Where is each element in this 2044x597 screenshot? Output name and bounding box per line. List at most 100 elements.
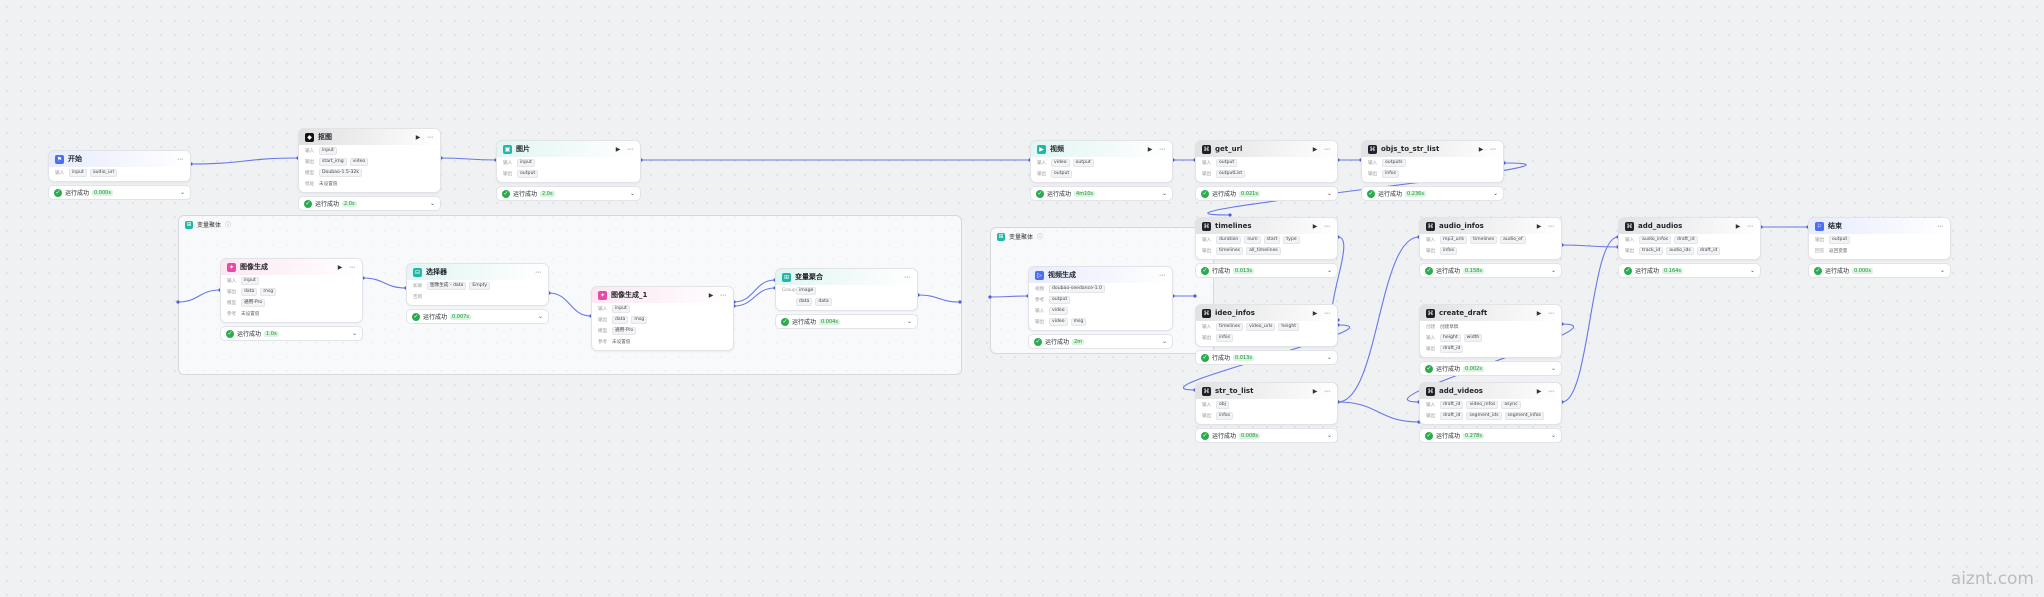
chevron-down-icon[interactable]: ⌄ [1326,190,1332,197]
more-options-icon[interactable]: ⋯ [427,133,433,141]
more-options-icon[interactable]: ⋯ [1324,145,1330,153]
more-options-icon[interactable]: ⋯ [1159,145,1165,153]
more-options-icon[interactable]: ⋯ [1548,309,1554,317]
run-node-icon[interactable]: ▶ [1536,309,1542,317]
chevron-down-icon[interactable]: ⌄ [1161,338,1167,345]
more-options-icon[interactable]: ⋯ [1747,222,1753,230]
chevron-down-icon[interactable]: ⌄ [537,313,543,320]
run-node-icon[interactable]: ▶ [1312,387,1318,395]
more-options-icon[interactable]: ⋯ [1548,222,1554,230]
more-options-icon[interactable]: ⋯ [627,145,633,153]
more-options-icon[interactable]: ⋯ [1937,222,1943,230]
chevron-down-icon[interactable]: ⌄ [179,189,185,196]
run-node-icon[interactable]: ▶ [337,263,343,271]
chevron-down-icon[interactable]: ⌄ [1326,354,1332,361]
run-node-icon[interactable]: ▶ [615,145,621,153]
run-node-icon[interactable]: ▶ [415,133,421,141]
chevron-down-icon[interactable]: ⌄ [629,190,635,197]
more-options-icon[interactable]: ⋯ [1548,387,1554,395]
run-node-icon[interactable]: ▶ [1735,222,1741,230]
more-options-icon[interactable]: ⋯ [720,291,726,299]
more-options-icon[interactable]: ⋯ [1324,222,1330,230]
more-options-icon[interactable]: ⋯ [1324,309,1330,317]
chevron-down-icon[interactable]: ⌄ [1326,432,1332,439]
run-node-icon[interactable]: ▶ [1478,145,1484,153]
chevron-down-icon[interactable]: ⌄ [1550,365,1556,372]
chevron-down-icon[interactable]: ⌄ [429,200,435,207]
run-node-icon[interactable]: ▶ [1312,309,1318,317]
more-options-icon[interactable]: ⋯ [1490,145,1496,153]
run-node-icon[interactable]: ▶ [708,291,714,299]
more-options-icon[interactable]: ⋯ [535,268,541,276]
run-node-icon[interactable]: ▶ [1312,145,1318,153]
chevron-down-icon[interactable]: ⌄ [1939,267,1945,274]
chevron-down-icon[interactable]: ⌄ [1161,190,1167,197]
more-options-icon[interactable]: ⋯ [904,273,910,281]
chevron-down-icon[interactable]: ⌄ [351,330,357,337]
run-node-icon[interactable]: ▶ [1312,222,1318,230]
run-node-icon[interactable]: ▶ [1536,222,1542,230]
more-options-icon[interactable]: ⋯ [177,155,183,163]
chevron-down-icon[interactable]: ⌄ [1492,190,1498,197]
chevron-down-icon[interactable]: ⌄ [1550,267,1556,274]
chevron-down-icon[interactable]: ⌄ [1326,267,1332,274]
chevron-down-icon[interactable]: ⌄ [1550,432,1556,439]
more-options-icon[interactable]: ⋯ [349,263,355,271]
chevron-down-icon[interactable]: ⌄ [906,318,912,325]
chevron-down-icon[interactable]: ⌄ [1749,267,1755,274]
more-options-icon[interactable]: ⋯ [1324,387,1330,395]
run-node-icon[interactable]: ▶ [1147,145,1153,153]
